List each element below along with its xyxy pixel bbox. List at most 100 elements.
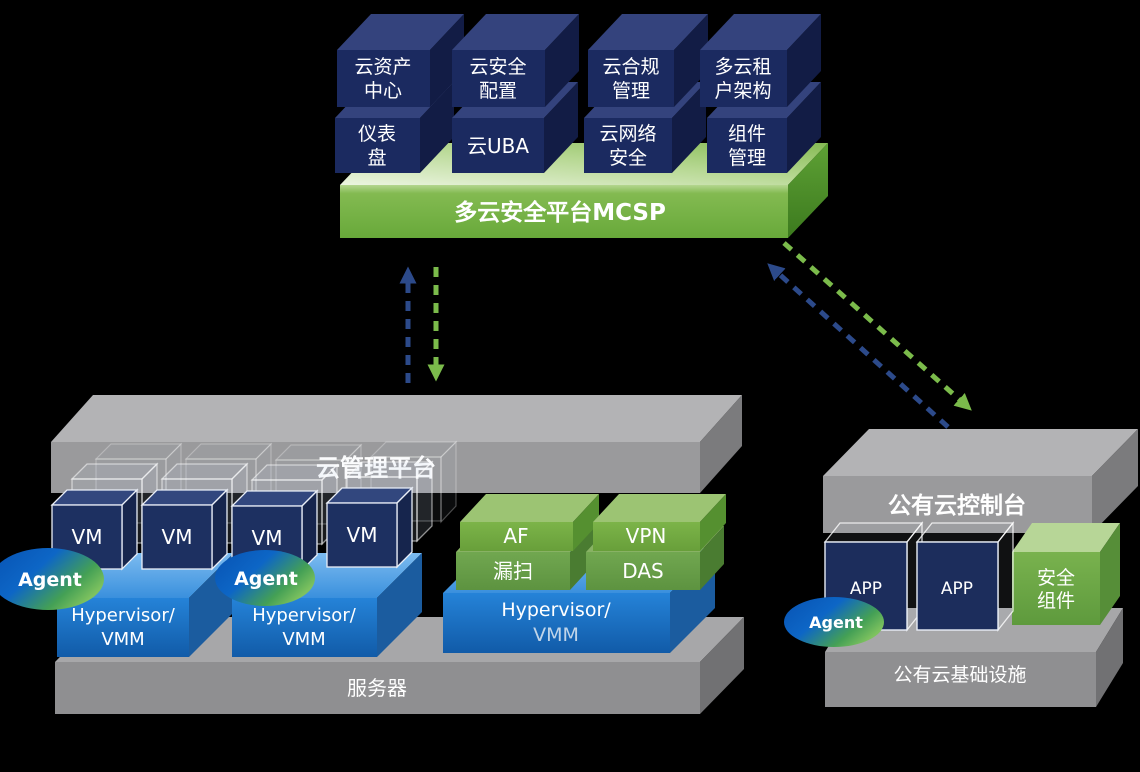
module-label-line2: 管理	[728, 147, 766, 169]
front-face	[593, 522, 700, 551]
vm-label: VM	[72, 525, 103, 549]
top-face	[915, 522, 1015, 543]
side-face	[211, 488, 228, 571]
top-face	[369, 441, 458, 458]
vm-label: VM	[162, 525, 193, 549]
front-face	[232, 598, 377, 657]
module-label-line2: 盘	[367, 147, 386, 169]
side-face	[997, 521, 1014, 632]
top-face	[184, 443, 273, 460]
top-face	[94, 443, 183, 460]
app-label: APP	[850, 579, 882, 599]
module-label-line2: 配置	[479, 80, 517, 102]
module-label-line1: 云安全	[469, 56, 526, 78]
side-face	[788, 143, 828, 238]
console-label: 公有云控制台	[888, 492, 1026, 519]
hypervisor-label-line1: Hypervisor/	[252, 605, 357, 626]
agent-badge-2: Agent	[215, 550, 315, 606]
side-face	[700, 395, 742, 493]
top-face	[823, 429, 1138, 476]
top-face	[823, 522, 924, 543]
side-face	[396, 486, 413, 569]
side-face	[377, 553, 422, 657]
side-face	[121, 488, 138, 571]
security-box-vpn: VPN	[593, 494, 726, 551]
agent-label: Agent	[809, 613, 863, 632]
security-component-box: 安全 组件	[1012, 523, 1120, 625]
side-face	[700, 526, 724, 590]
front-face	[700, 50, 787, 107]
side-face	[787, 14, 821, 107]
module-box-security-config: 云安全 配置	[452, 14, 579, 107]
top-face	[51, 395, 742, 442]
front-face	[588, 50, 674, 107]
top-face	[593, 494, 726, 522]
side-face	[1096, 608, 1123, 707]
module-label-line1: 仪表	[358, 123, 396, 145]
front-face	[57, 598, 189, 657]
side-face	[416, 460, 433, 543]
module-label-line1: 多云租	[714, 56, 771, 78]
infrastructure-label: 公有云基础设施	[893, 664, 1026, 686]
side-face	[700, 494, 726, 551]
hypervisor-label-line1: Hypervisor/	[501, 599, 611, 621]
module-label-line1: 云UBA	[467, 134, 529, 158]
top-face	[1012, 523, 1120, 552]
side-face	[672, 82, 706, 173]
connection-arrows	[399, 241, 972, 429]
security-box-label: AF	[503, 524, 528, 548]
management-cluster: 云管理平台 服务器 Hypervisor/ VMM Hypervisor/ VM…	[0, 395, 744, 714]
agent-label: Agent	[234, 568, 298, 590]
top-face	[452, 14, 579, 50]
front-face	[452, 118, 544, 173]
agent-ellipse	[215, 550, 315, 606]
side-face	[301, 489, 318, 572]
front-face	[443, 593, 670, 653]
side-face	[674, 14, 708, 107]
vm-label: VM	[347, 523, 378, 547]
top-face	[700, 14, 821, 50]
vm-box-2: VM	[140, 488, 229, 571]
vm-box-4: VM	[325, 486, 414, 569]
arrow-console-to-mcsp-blue	[767, 263, 950, 429]
side-face	[700, 617, 744, 714]
front-face	[916, 541, 999, 631]
side-face	[440, 440, 457, 524]
side-face	[1092, 429, 1138, 533]
app-label: APP	[941, 579, 973, 599]
app-box-2: APP	[915, 521, 1015, 632]
vm-label: VM	[252, 526, 283, 550]
side-face	[544, 82, 578, 173]
side-face	[1100, 523, 1120, 625]
front-face	[825, 652, 1096, 707]
security-box-label: VPN	[626, 524, 667, 548]
arrow-mcsp-to-console-green	[782, 241, 972, 411]
front-face	[456, 552, 570, 590]
security-box-af: AF	[460, 494, 599, 551]
front-face	[340, 185, 788, 238]
front-face	[335, 118, 420, 173]
module-label-line2: 安全	[609, 147, 647, 169]
agent-ellipse	[0, 548, 104, 610]
front-face	[460, 522, 573, 551]
module-label-line2: 中心	[364, 80, 402, 102]
agent-label: Agent	[18, 569, 82, 591]
hypervisor-label-line2: VMM	[533, 624, 579, 646]
front-face	[707, 118, 787, 173]
module-label-line2: 管理	[612, 80, 650, 102]
module-label-line1: 云资产	[354, 56, 411, 78]
module-box-multicloud-tenant: 多云租 户架构	[700, 14, 821, 107]
security-component-line1: 安全	[1037, 567, 1075, 589]
module-box-asset-center: 云资产 中心	[337, 14, 464, 107]
front-face	[51, 442, 700, 493]
top-face	[274, 444, 363, 461]
hypervisor-label-line2: VMM	[282, 629, 325, 650]
side-face	[787, 82, 821, 173]
module-box-compliance-mgmt: 云合规 管理	[588, 14, 708, 107]
hypervisor-label-line1: Hypervisor/	[71, 605, 176, 626]
agent-badge-1: Agent	[0, 548, 104, 610]
management-platform-slab: 云管理平台	[51, 395, 742, 493]
front-face	[55, 662, 700, 714]
front-face	[1012, 552, 1100, 625]
